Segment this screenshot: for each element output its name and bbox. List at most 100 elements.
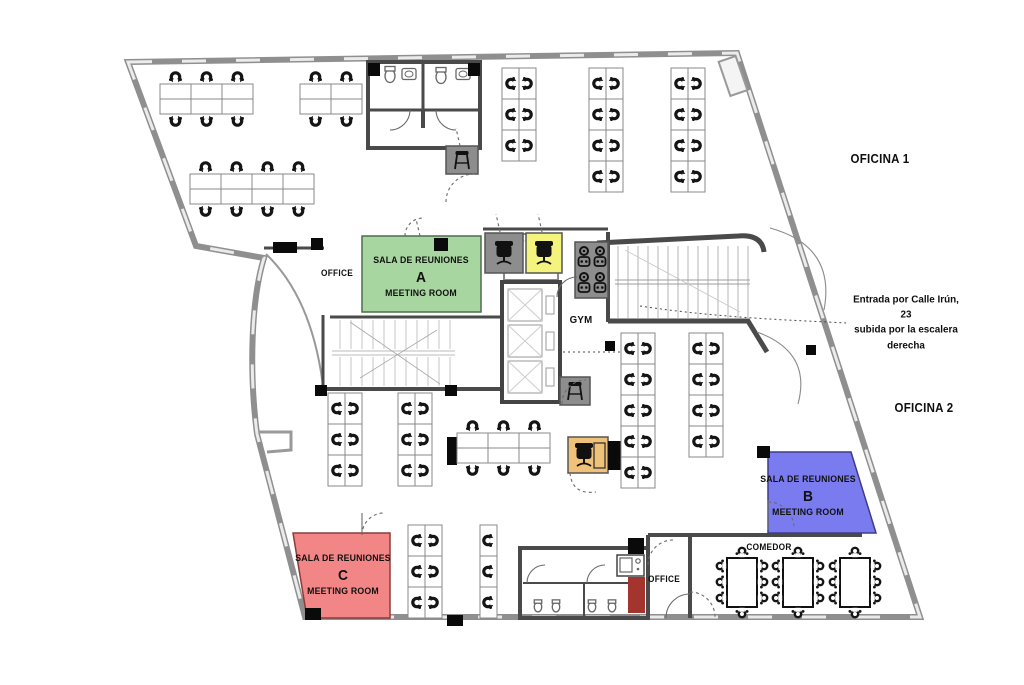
chair-icon bbox=[401, 402, 414, 415]
chair-icon bbox=[828, 591, 840, 605]
chair-icon bbox=[692, 373, 705, 386]
highlight-boxes bbox=[445, 145, 645, 613]
desk-icon bbox=[221, 98, 254, 115]
desk-icon bbox=[251, 173, 284, 190]
toilet-icon bbox=[587, 599, 597, 613]
chair-icon bbox=[169, 71, 183, 84]
room-b-subtitle: MEETING ROOM bbox=[772, 507, 844, 518]
chair-icon bbox=[309, 71, 322, 84]
desk-icon bbox=[221, 83, 254, 100]
chair-icon bbox=[520, 77, 533, 90]
chair-icon bbox=[528, 420, 541, 433]
furniture-icons bbox=[384, 65, 645, 613]
desk-icon bbox=[299, 98, 332, 115]
chair-icon bbox=[497, 420, 510, 433]
chair-icon bbox=[505, 139, 518, 153]
toilet-icon bbox=[384, 65, 396, 84]
sink-icon bbox=[401, 67, 417, 81]
desk-icon bbox=[220, 188, 253, 205]
chair-icon bbox=[230, 204, 244, 217]
dining-table bbox=[828, 546, 882, 619]
chair-icon bbox=[466, 420, 479, 433]
desk-bank bbox=[299, 71, 363, 127]
room-c-subtitle: MEETING ROOM bbox=[307, 586, 379, 597]
chair-icon bbox=[870, 575, 882, 589]
wall-marker bbox=[608, 441, 622, 470]
desk-bank bbox=[670, 67, 706, 193]
office-chair-icon bbox=[575, 443, 593, 467]
chair-icon bbox=[828, 559, 840, 573]
chair-icon bbox=[791, 546, 805, 558]
desk-icon bbox=[487, 432, 520, 449]
chair-icon bbox=[331, 464, 344, 477]
wall-marker bbox=[468, 63, 480, 76]
chair-icon bbox=[715, 575, 727, 589]
gray-stool-box-2 bbox=[559, 376, 591, 406]
desk-icon bbox=[282, 173, 315, 190]
chair-icon bbox=[624, 342, 637, 355]
chair-icon bbox=[771, 559, 783, 573]
wall-marker bbox=[628, 538, 644, 554]
chair-icon bbox=[639, 435, 652, 448]
chair-icon bbox=[848, 607, 862, 619]
toilet-icon bbox=[607, 599, 617, 613]
chair-icon bbox=[674, 108, 687, 121]
chair-icon bbox=[261, 161, 274, 174]
chair-icon bbox=[692, 404, 705, 417]
chair-icon bbox=[482, 534, 495, 547]
chair-icon bbox=[715, 591, 727, 605]
gym-machine-icon bbox=[577, 246, 591, 267]
stool-icon bbox=[454, 151, 470, 170]
chair-icon bbox=[689, 139, 702, 153]
desk-bank bbox=[620, 332, 656, 489]
chair-icon bbox=[200, 114, 214, 127]
desk-bank bbox=[397, 392, 433, 487]
chair-icon bbox=[692, 435, 705, 448]
label-gym: GYM bbox=[569, 314, 593, 326]
desk-icon bbox=[190, 98, 223, 115]
label-oficina-2: OFICINA 2 bbox=[894, 401, 954, 415]
chair-icon bbox=[689, 108, 702, 121]
toilet-icon bbox=[551, 599, 561, 613]
chair-icon bbox=[624, 466, 637, 479]
chair-icon bbox=[870, 591, 882, 605]
desk-bank bbox=[189, 161, 315, 217]
meeting-room-c bbox=[292, 532, 391, 619]
room-c-letter: C bbox=[338, 567, 348, 584]
chair-icon bbox=[592, 139, 605, 153]
chair-icon bbox=[607, 139, 620, 153]
wall-marker bbox=[445, 385, 457, 396]
chair-icon bbox=[639, 342, 652, 355]
gym-machine-icon bbox=[577, 272, 591, 293]
chair-icon bbox=[416, 433, 429, 446]
label-office-bottom: OFFICE bbox=[647, 574, 681, 584]
table-icon bbox=[726, 557, 758, 608]
chair-icon bbox=[848, 546, 862, 558]
wall-marker-squares bbox=[273, 63, 816, 626]
meeting-room-c-label: SALA DE REUNIONES C MEETING ROOM bbox=[295, 553, 391, 597]
chair-icon bbox=[674, 170, 687, 184]
wall-marker bbox=[605, 341, 615, 351]
desk-icon bbox=[487, 447, 520, 464]
chair-icon bbox=[309, 114, 322, 127]
chair-icon bbox=[416, 402, 429, 415]
room-b-letter: B bbox=[803, 488, 813, 505]
room-a-subtitle: MEETING ROOM bbox=[385, 288, 457, 299]
chair-icon bbox=[735, 546, 749, 558]
desk-icon bbox=[159, 98, 192, 115]
desk-icon bbox=[518, 447, 551, 464]
desk-icon bbox=[189, 173, 222, 190]
dining-table bbox=[715, 546, 769, 619]
chair-icon bbox=[592, 170, 605, 184]
label-comedor: COMEDOR bbox=[746, 542, 792, 552]
desk-bank bbox=[456, 420, 551, 476]
dark-red-block bbox=[628, 577, 645, 613]
chair-icon bbox=[689, 170, 702, 184]
chair-icon bbox=[528, 463, 541, 476]
desk-icon bbox=[593, 442, 606, 469]
meeting-room-b-label: SALA DE REUNIONES B MEETING ROOM bbox=[760, 474, 856, 518]
wall-marker bbox=[368, 63, 380, 76]
chair-icon bbox=[757, 591, 769, 605]
desk-icon bbox=[456, 447, 489, 464]
